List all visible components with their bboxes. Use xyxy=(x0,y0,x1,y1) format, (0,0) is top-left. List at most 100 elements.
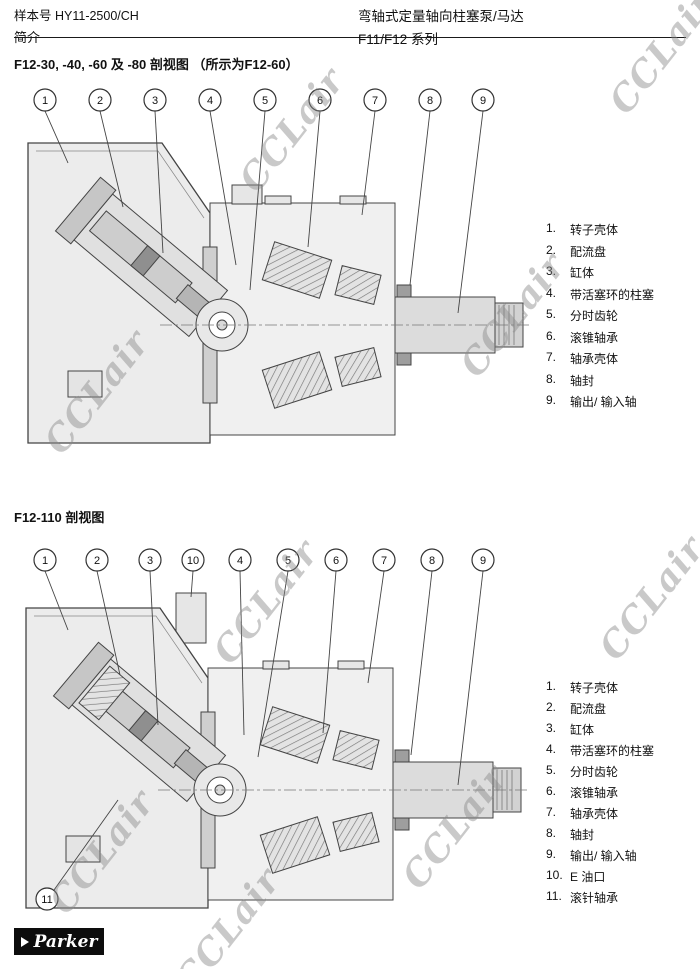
legend-label: 轴承壳体 xyxy=(570,807,619,821)
legend-num: 8. xyxy=(546,371,557,386)
legend-num: 3. xyxy=(546,264,557,278)
e-port xyxy=(175,592,207,644)
legend-label: 带活塞环的柱塞 xyxy=(570,744,655,758)
parker-logo: Parker xyxy=(14,928,104,955)
callout-marker-5: 5 xyxy=(276,548,300,572)
svg-text:4: 4 xyxy=(207,95,213,107)
taper-bearing xyxy=(261,351,333,409)
legend-label: 滚针轴承 xyxy=(570,891,619,905)
legend-num: 10. xyxy=(546,868,563,882)
svg-text:6: 6 xyxy=(317,95,323,107)
section1-title: F12-30, -40, -60 及 -80 剖视图 （所示为F12-60） xyxy=(14,57,299,72)
legend-item: 8. 轴封 xyxy=(546,826,698,847)
svg-text:10: 10 xyxy=(187,555,199,567)
legend-item: 7. 轴承壳体 xyxy=(546,350,698,372)
legend-label: 缸体 xyxy=(570,266,595,280)
svg-text:1: 1 xyxy=(42,95,48,107)
taper-bearing xyxy=(259,816,331,874)
svg-text:5: 5 xyxy=(262,95,268,107)
housing-inner-line xyxy=(36,150,205,219)
taper-bearing xyxy=(332,730,380,770)
callout-marker-5: 5 xyxy=(253,88,277,112)
section2-title: F12-110 剖视图 xyxy=(14,510,105,525)
legend-item: 6.滚锥轴承 xyxy=(546,329,698,351)
legend-item: 3. 缸体 xyxy=(546,264,698,286)
watermark: CCLair xyxy=(590,528,700,668)
legend-label: 滚锥轴承 xyxy=(570,330,619,345)
shaft-seal xyxy=(394,817,410,831)
legend-label: 带活塞环的柱塞 xyxy=(570,287,655,302)
legend-label: 分时齿轮 xyxy=(570,309,619,323)
callout-marker-6: 6 xyxy=(324,548,348,572)
legend-label: 缸体 xyxy=(570,723,595,737)
side-port xyxy=(67,370,103,398)
legend-label: 配流盘 xyxy=(570,702,607,716)
legend-num: 11. xyxy=(546,889,562,903)
legend-item: 3. 缸体 xyxy=(546,721,698,742)
legend-label: 分时齿轮 xyxy=(570,765,619,779)
legend-num: 7. xyxy=(546,350,557,364)
callout-marker-1: 1 xyxy=(33,548,57,572)
taper-bearing xyxy=(334,265,382,305)
doc-number: 样本号 HY11-2500/CH xyxy=(14,9,139,23)
legend-num: 7. xyxy=(546,805,557,819)
housing-lug xyxy=(337,660,365,670)
callout-marker-11: 11 xyxy=(35,887,59,911)
legend-item: 8.轴封 xyxy=(546,372,698,394)
legend-num: 4. xyxy=(546,742,557,756)
legend-num: 3. xyxy=(546,721,557,735)
cylinder-block xyxy=(52,641,227,803)
shaft-seal xyxy=(396,352,412,366)
legend-item: 1.转子壳体 xyxy=(546,221,698,243)
legend-num: 9. xyxy=(546,847,557,861)
taper-bearing xyxy=(259,706,331,764)
callout-leaders xyxy=(44,110,484,314)
callout-marker-7: 7 xyxy=(372,548,396,572)
svg-text:7: 7 xyxy=(372,95,378,107)
svg-text:6: 6 xyxy=(333,555,339,567)
legend-num: 8. xyxy=(546,826,557,840)
legend-label: 轴封 xyxy=(570,828,595,842)
header-right: 弯轴式定量轴向柱塞泵/马达 F11/F12 系列 xyxy=(358,5,524,48)
callout-marker-4: 4 xyxy=(228,548,252,572)
svg-text:8: 8 xyxy=(429,555,435,567)
svg-text:3: 3 xyxy=(152,95,158,107)
callout-marker-8: 8 xyxy=(418,88,442,112)
legend-num: 4. xyxy=(546,285,557,300)
top-port xyxy=(231,184,263,205)
legend-label: 滚锥轴承 xyxy=(570,786,619,800)
legend-item: 11. 滚针轴承 xyxy=(546,889,698,910)
legend-item: 4. 带活塞环的柱塞 xyxy=(546,742,698,763)
callout-marker-9: 9 xyxy=(471,548,495,572)
housing-lug xyxy=(339,195,367,205)
housing-lug xyxy=(264,195,292,205)
legend-item: 9.输出/ 输入轴 xyxy=(546,847,698,868)
svg-text:4: 4 xyxy=(237,555,243,567)
callout-leaders xyxy=(44,570,484,891)
callout-marker-2: 2 xyxy=(88,88,112,112)
legend-num: 5. xyxy=(546,307,557,321)
legend-label: 轴承壳体 xyxy=(570,352,619,366)
legend-num: 2. xyxy=(546,700,557,714)
legend-item: 1.转子壳体 xyxy=(546,679,698,700)
legend-num: 5. xyxy=(546,763,557,777)
legend-item: 5. 分时齿轮 xyxy=(546,307,698,329)
legend-item: 2. 配流盘 xyxy=(546,700,698,721)
page-header: 样本号 HY11-2500/CH 简介 弯轴式定量轴向柱塞泵/马达 F11/F1… xyxy=(14,5,686,47)
svg-text:9: 9 xyxy=(480,555,486,567)
legend-item: 7. 轴承壳体 xyxy=(546,805,698,826)
doc-title: 弯轴式定量轴向柱塞泵/马达 xyxy=(358,9,524,24)
legend-item: 4. 带活塞环的柱塞 xyxy=(546,286,698,308)
legend-num: 1. xyxy=(546,679,557,693)
callout-marker-1: 1 xyxy=(33,88,57,112)
logo-text: Parker xyxy=(33,931,98,952)
legend-item: 9.输出/ 输入轴 xyxy=(546,393,698,415)
housing-lug xyxy=(262,660,290,670)
svg-text:2: 2 xyxy=(94,555,100,567)
legend-num: 6. xyxy=(546,784,557,798)
svg-text:3: 3 xyxy=(147,555,153,567)
callout-marker-8: 8 xyxy=(420,548,444,572)
callout-marker-4: 4 xyxy=(198,88,222,112)
svg-text:11: 11 xyxy=(41,894,52,906)
